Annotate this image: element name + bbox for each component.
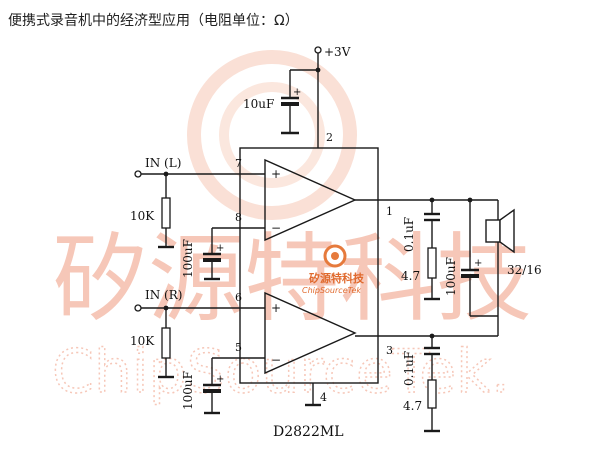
input-left-resistor-label: 10K: [130, 209, 155, 223]
input-right-cap-label: 100uF: [181, 371, 195, 410]
pin-3-label: 3: [386, 344, 393, 357]
supply-junction: [315, 67, 321, 73]
speaker-cone: [499, 208, 515, 254]
watermark: 矽源特科技 ChipSourceTek.: [51, 50, 532, 408]
input-left-label: IN (L): [145, 156, 181, 170]
diagram-title: 便携式录音机中的经济型应用（电阻单位：Ω）: [8, 12, 299, 29]
input-right-terminal: [134, 304, 142, 312]
chip-body: [239, 147, 379, 384]
input-right: IN (R) 6 10K 5 + 100uF: [130, 288, 265, 415]
zobel-1-cap-label: 0.1uF: [402, 217, 416, 252]
zobel-1-resistor: [427, 247, 437, 279]
speaker: 32/16: [485, 200, 542, 336]
amp-right-minus: −: [271, 353, 281, 367]
amp-right-triangle: [264, 291, 357, 375]
input-left-cap-label: 100uF: [181, 239, 195, 278]
output-cap-plate-bottom: [461, 274, 479, 278]
zobel-2-res-label: 4.7: [403, 399, 422, 413]
input-left: IN (L) 7 10K 8 + 100uF: [130, 156, 265, 281]
watermark-ring-inner: [219, 82, 325, 188]
amp-left-plus: +: [271, 167, 281, 181]
supply-cap-plus: +: [293, 87, 301, 98]
logo-subtext: ChipSourceTek: [302, 286, 361, 295]
amp-left: + −: [264, 158, 357, 242]
supply-cap-plate-bottom: [281, 102, 299, 106]
input-right-label: IN (R): [145, 288, 182, 302]
watermark-latin-text: ChipSourceTek.: [52, 337, 510, 407]
supply-cap-label: 10uF: [243, 97, 274, 111]
output-coupling: + 100uF: [444, 197, 498, 317]
pin-4-label: 4: [320, 391, 327, 404]
output-3: 3 0.1uF 4.7: [355, 333, 498, 433]
input-left-cap-plate-bottom: [203, 258, 221, 262]
chip-ground: 4: [305, 383, 327, 407]
pin-7-label: 7: [235, 157, 242, 170]
amp-right-plus: +: [271, 301, 281, 315]
input-right-resistor-label: 10K: [130, 334, 155, 348]
watermark-cn-text: 矽源特科技: [52, 223, 532, 335]
output-cap-label: 100uF: [444, 257, 458, 296]
zobel-1-res-label: 4.7: [401, 269, 420, 283]
logo-text: 矽源特科技: [309, 271, 365, 285]
pin-5-label: 5: [235, 341, 242, 354]
input-right-cap-plate-bottom: [203, 389, 221, 393]
supply-section: +3V + 10uF: [243, 45, 351, 148]
amp-left-triangle: [264, 158, 357, 242]
pin-2-label: 2: [326, 131, 333, 144]
svg-text:+: +: [216, 374, 224, 385]
output-cap-plus: +: [474, 258, 482, 269]
speaker-body: [485, 219, 501, 243]
supply-label: +3V: [324, 45, 351, 59]
input-left-terminal: [134, 170, 142, 178]
watermark-ring: [187, 50, 357, 220]
input-right-resistor: [161, 327, 171, 359]
zobel-2-resistor: [427, 379, 437, 409]
input-left-resistor: [161, 197, 171, 229]
zobel-2-cap-label: 0.1uF: [402, 351, 416, 386]
svg-text:+: +: [216, 243, 224, 254]
amp-right: + −: [264, 291, 357, 375]
speaker-label: 32/16: [507, 263, 542, 277]
output-1: 1 0.1uF 4.7: [355, 197, 498, 301]
supply-terminal: [314, 46, 322, 54]
pin-1-label: 1: [386, 205, 393, 218]
chip-logo: 矽源特科技 ChipSourceTek: [302, 244, 365, 295]
pin-8-label: 8: [235, 211, 242, 224]
amp-left-minus: −: [271, 221, 281, 235]
pin-6-label: 6: [235, 291, 242, 304]
chip-label: D2822ML: [273, 424, 344, 440]
